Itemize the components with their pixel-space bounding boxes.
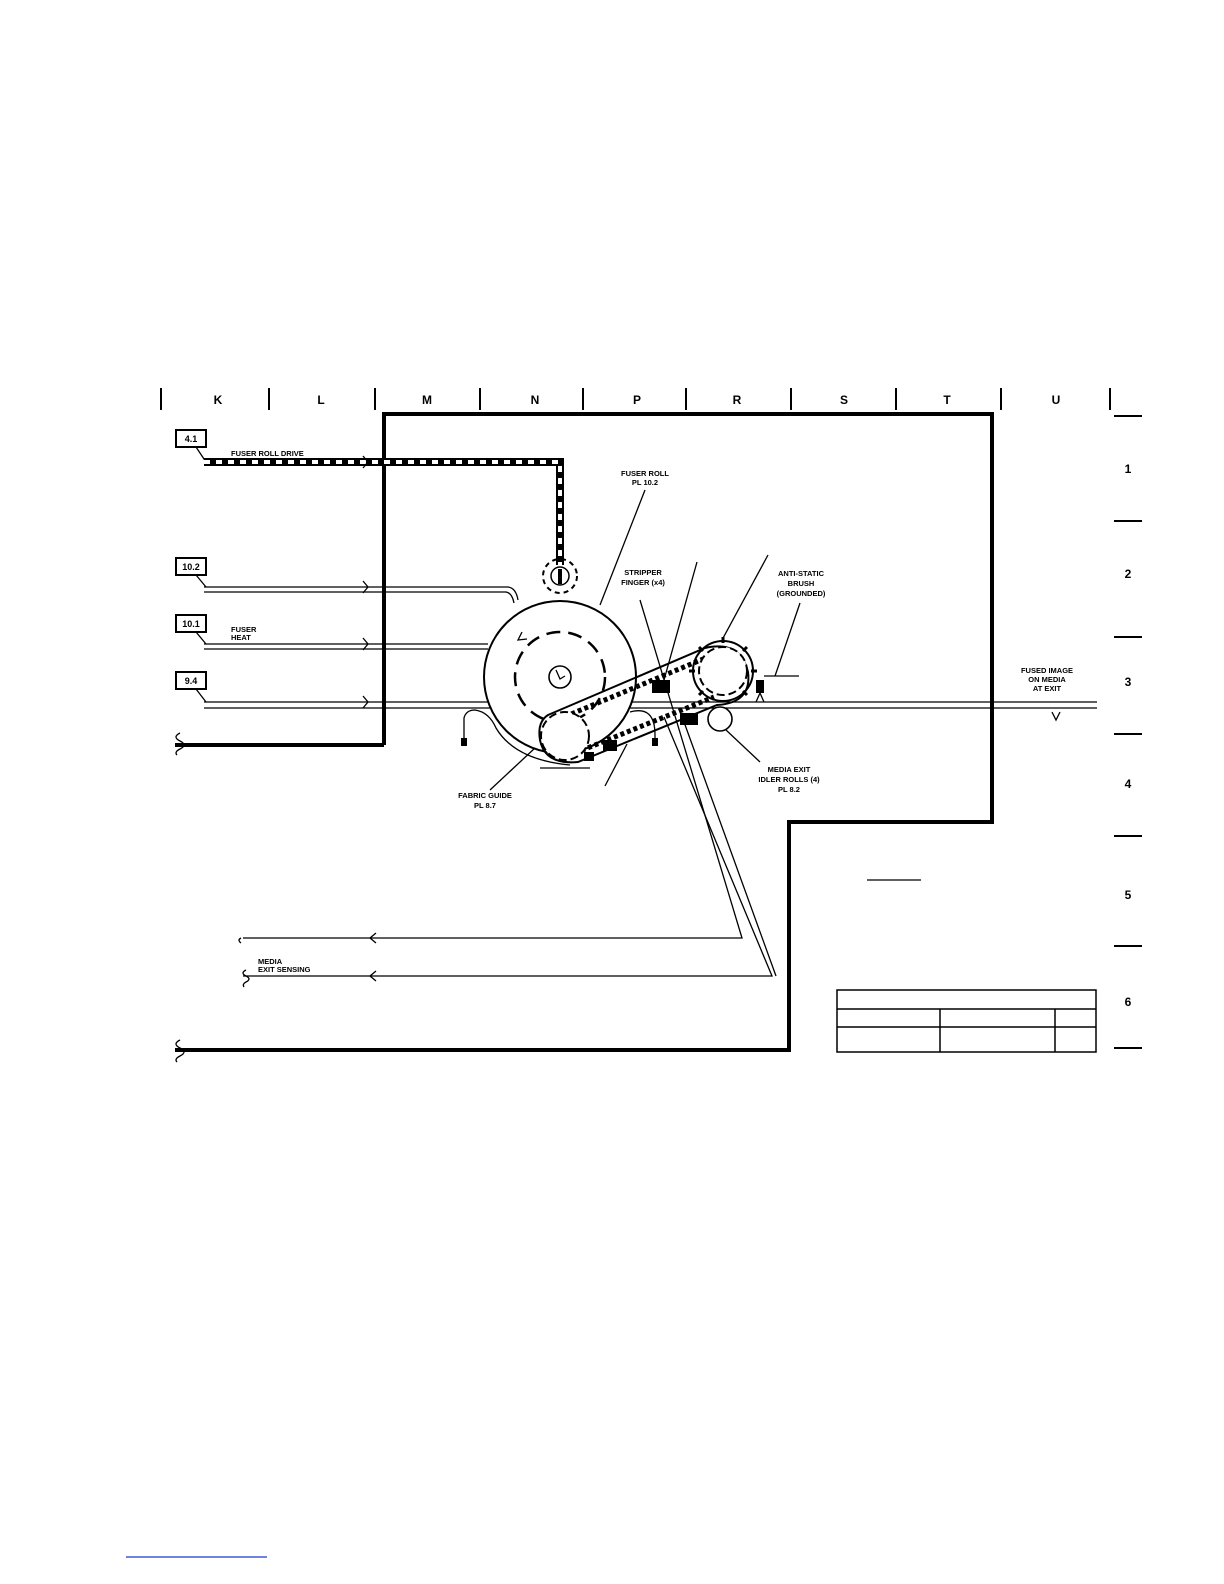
column-label-l: L bbox=[317, 393, 324, 407]
row-label-3: 3 bbox=[1125, 675, 1132, 689]
column-grid: K L M N P R S T U bbox=[161, 388, 1110, 410]
fuser-roll-drive-path bbox=[204, 456, 577, 593]
svg-text:PL 10.2: PL 10.2 bbox=[632, 478, 658, 487]
belt-tensioner-block bbox=[603, 740, 617, 751]
column-label-k: K bbox=[214, 393, 223, 407]
svg-text:(GROUNDED): (GROUNDED) bbox=[777, 589, 826, 598]
svg-text:BRUSH: BRUSH bbox=[788, 579, 815, 588]
svg-text:FUSED IMAGE: FUSED IMAGE bbox=[1021, 666, 1073, 675]
column-label-u: U bbox=[1052, 393, 1061, 407]
svg-text:10.1: 10.1 bbox=[182, 619, 200, 629]
row-label-6: 6 bbox=[1125, 995, 1132, 1009]
callout-fabric-guide: FABRIC GUIDE PL 8.7 bbox=[458, 791, 512, 810]
row-label-1: 1 bbox=[1125, 462, 1132, 476]
callout-fuser-roll: FUSER ROLL PL 10.2 bbox=[621, 469, 669, 487]
column-label-r: R bbox=[733, 393, 742, 407]
column-label-t: T bbox=[943, 393, 951, 407]
fuser-heat-label-line2: HEAT bbox=[231, 633, 251, 642]
media-exit-idler-roll bbox=[708, 707, 732, 731]
column-label-p: P bbox=[633, 393, 641, 407]
svg-text:FABRIC GUIDE: FABRIC GUIDE bbox=[458, 791, 512, 800]
reference-box-9-4: 9.4 bbox=[176, 672, 206, 702]
row-label-2: 2 bbox=[1125, 567, 1132, 581]
svg-text:STRIPPER: STRIPPER bbox=[624, 568, 662, 577]
callout-fused-image: FUSED IMAGE ON MEDIA AT EXIT bbox=[1021, 666, 1073, 693]
svg-text:9.4: 9.4 bbox=[185, 676, 198, 686]
svg-text:ON MEDIA: ON MEDIA bbox=[1028, 675, 1066, 684]
fuser-roll-drive-label: FUSER ROLL DRIVE bbox=[231, 449, 304, 458]
svg-text:10.2: 10.2 bbox=[182, 562, 200, 572]
media-exit-sensing-label-line2: EXIT SENSING bbox=[258, 965, 311, 974]
svg-text:ANTI-STATIC: ANTI-STATIC bbox=[778, 569, 825, 578]
svg-text:AT EXIT: AT EXIT bbox=[1033, 684, 1062, 693]
callout-media-exit-idler-rolls: MEDIA EXIT IDLER ROLLS (4) PL 8.2 bbox=[758, 765, 820, 794]
svg-text:MEDIA EXIT: MEDIA EXIT bbox=[768, 765, 811, 774]
svg-text:FINGER (x4): FINGER (x4) bbox=[621, 578, 665, 587]
lower-guide-block bbox=[584, 752, 594, 761]
signal-line-10-2 bbox=[204, 581, 518, 603]
row-label-4: 4 bbox=[1125, 777, 1132, 791]
title-block-table bbox=[837, 990, 1096, 1052]
callout-anti-static-brush: ANTI-STATIC BRUSH (GROUNDED) bbox=[777, 569, 826, 598]
svg-text:PL 8.2: PL 8.2 bbox=[778, 785, 800, 794]
reference-box-10-2: 10.2 bbox=[176, 558, 206, 587]
column-label-s: S bbox=[840, 393, 848, 407]
svg-text:IDLER ROLLS (4): IDLER ROLLS (4) bbox=[758, 775, 820, 784]
reference-box-4-1: 4.1 bbox=[176, 430, 206, 462]
svg-text:4.1: 4.1 bbox=[185, 434, 198, 444]
column-label-m: M bbox=[422, 393, 432, 407]
svg-text:PL 8.7: PL 8.7 bbox=[474, 801, 496, 810]
callout-stripper-finger: STRIPPER FINGER (x4) bbox=[621, 568, 665, 587]
reference-box-10-1: 10.1 bbox=[176, 615, 206, 644]
column-label-n: N bbox=[531, 393, 540, 407]
row-label-5: 5 bbox=[1125, 888, 1132, 902]
svg-text:FUSER ROLL: FUSER ROLL bbox=[621, 469, 669, 478]
exit-sensor-block bbox=[680, 713, 698, 725]
row-grid: 1 2 3 4 5 6 bbox=[1114, 416, 1142, 1048]
